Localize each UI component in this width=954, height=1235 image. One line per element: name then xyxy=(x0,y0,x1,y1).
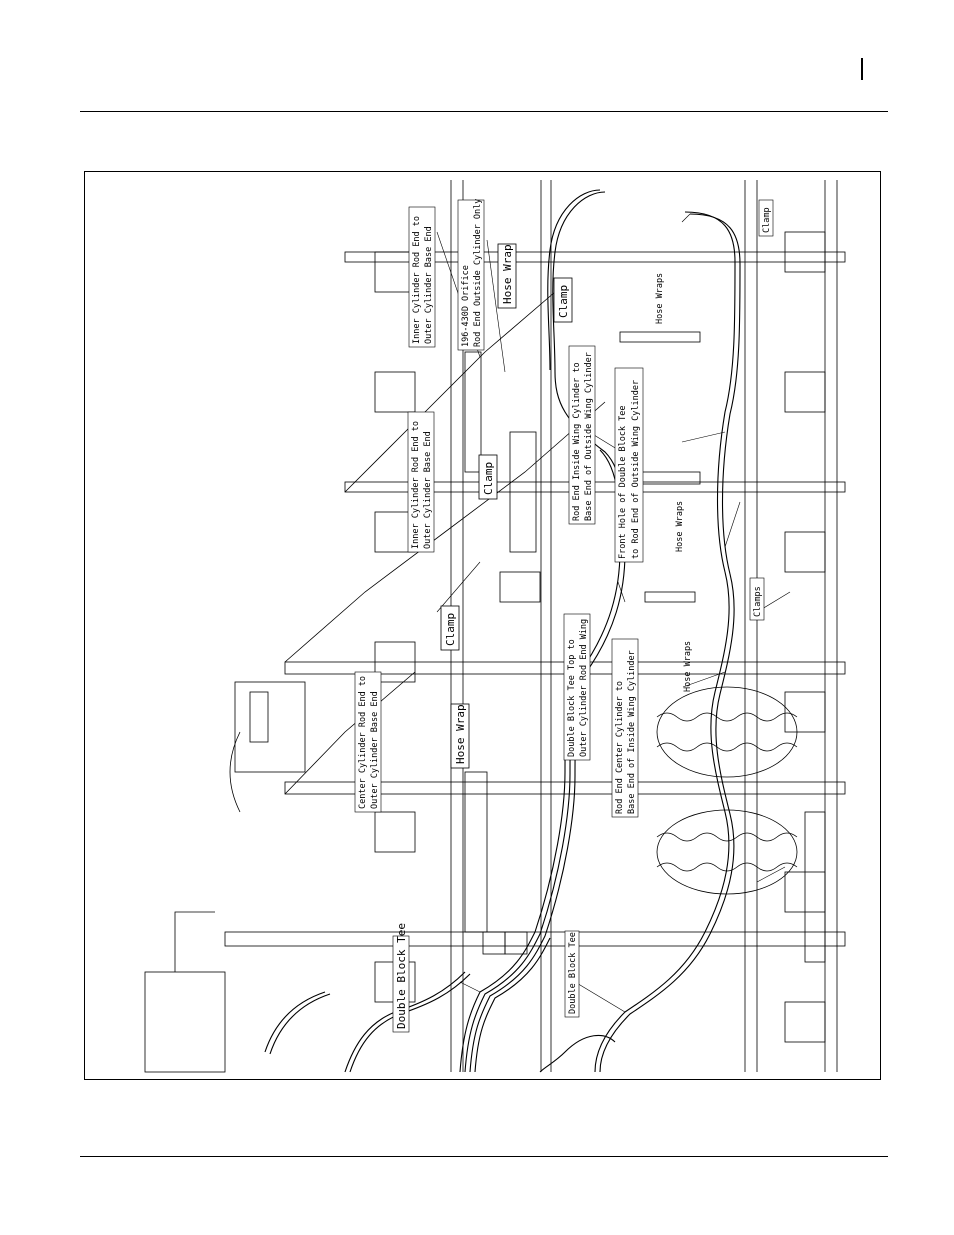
callout-clamp-top: Clamp xyxy=(553,277,573,323)
callout-double-block-tee-bottom: Double Block Tee xyxy=(564,930,580,1018)
callout-text-line: Hose Wrap xyxy=(501,244,514,304)
callout-clamps-right: Clamps xyxy=(749,577,765,621)
callout-text-line: Center Cylinder Rod End to xyxy=(358,676,368,809)
callout-text-line: Hose Wraps xyxy=(683,641,693,692)
callout-clamp-left: Clamp xyxy=(440,605,460,651)
callout-text-line: Double Block Tee xyxy=(395,923,408,1029)
callout-hose-wrap-top: Hose Wrap xyxy=(497,243,517,309)
callout-clamp-mid: Clamp xyxy=(478,454,498,500)
callout-clamp-right: Clamp xyxy=(758,199,774,237)
callout-rod-end-center: Rod End Center Cylinder to Base End of I… xyxy=(611,638,639,818)
callout-text-line: Base End of Inside Wing Cylinder xyxy=(627,650,637,814)
callout-text-line: Double Block Tee Top to xyxy=(567,639,577,757)
callout-text-line: 196-430D Orifice xyxy=(461,265,471,347)
callout-hose-wrap-left: Hose Wrap xyxy=(450,703,470,769)
callout-text-line: Double Block Tee xyxy=(568,932,578,1014)
callout-text-line: Outer Cylinder Base End xyxy=(423,431,433,549)
callout-text-line: to Rod End of Outside Wing Cylinder xyxy=(631,380,641,559)
callout-double-block-tee-top: Double Block Tee Top to Outer Cylinder R… xyxy=(563,613,591,761)
callout-center-cylinder: Center Cylinder Rod End to Outer Cylinde… xyxy=(354,671,382,813)
figure-callouts: Inner Cylinder Rod End to Outer Cylinder… xyxy=(354,199,774,1033)
hydraulic-hose-routing-figure: Inner Cylinder Rod End to Outer Cylinder… xyxy=(84,171,881,1080)
callout-inner-cylinder-1: Inner Cylinder Rod End to Outer Cylinder… xyxy=(408,206,436,348)
callout-text-line: Hose Wrap xyxy=(454,704,467,764)
callout-rod-end-inside-wing: Rod End Inside Wing Cylinder to Base End… xyxy=(568,345,596,525)
callout-text-line: Hose Wraps xyxy=(655,273,665,324)
footer-rule xyxy=(80,1156,888,1157)
callout-text-line: Rod End Center Cylinder to xyxy=(615,681,625,814)
callout-front-hole: Front Hole of Double Block Tee to Rod En… xyxy=(614,367,644,563)
callout-text-line: Rod End Outside Cylinder Only xyxy=(473,199,483,347)
callout-hose-wraps-mid: Hose Wraps xyxy=(675,501,685,552)
header-tab-mark xyxy=(861,58,863,80)
callout-text-line: Clamps xyxy=(753,586,763,617)
callout-text-line: Outer Cylinder Rod End Wing xyxy=(579,619,589,757)
callout-text-line: Rod End Inside Wing Cylinder to xyxy=(572,362,582,521)
figure-drawing: Inner Cylinder Rod End to Outer Cylinder… xyxy=(144,180,846,1073)
callout-orifice: 196-430D Orifice Rod End Outside Cylinde… xyxy=(457,199,485,351)
callout-text-line: Clamp xyxy=(444,613,457,646)
callout-inner-cylinder-2: Inner Cylinder Rod End to Outer Cylinder… xyxy=(407,411,435,553)
callout-text-line: Clamp xyxy=(762,207,772,233)
callout-hose-wraps-low: Hose Wraps xyxy=(683,641,693,692)
header-rule xyxy=(80,111,888,112)
callout-text-line: Clamp xyxy=(557,285,570,318)
callout-text-line: Inner Cylinder Rod End to xyxy=(412,216,422,344)
callout-text-line: Outer Cylinder Base End xyxy=(370,691,380,809)
callout-text-line: Clamp xyxy=(482,462,495,495)
callout-text-line: Front Hole of Double Block Tee xyxy=(618,405,628,559)
callout-text-line: Outer Cylinder Base End xyxy=(424,226,434,344)
callout-text-line: Hose Wraps xyxy=(675,501,685,552)
callout-text-line: Base End of Outside Wing Cylinder xyxy=(584,352,594,521)
callout-double-block-tee-left: Double Block Tee xyxy=(392,923,410,1033)
callout-text-line: Inner Cylinder Rod End to xyxy=(411,421,421,549)
leader-lines xyxy=(436,213,791,1013)
hydraulic-hoses xyxy=(264,189,741,1073)
callout-hose-wraps-right: Hose Wraps xyxy=(655,273,665,324)
